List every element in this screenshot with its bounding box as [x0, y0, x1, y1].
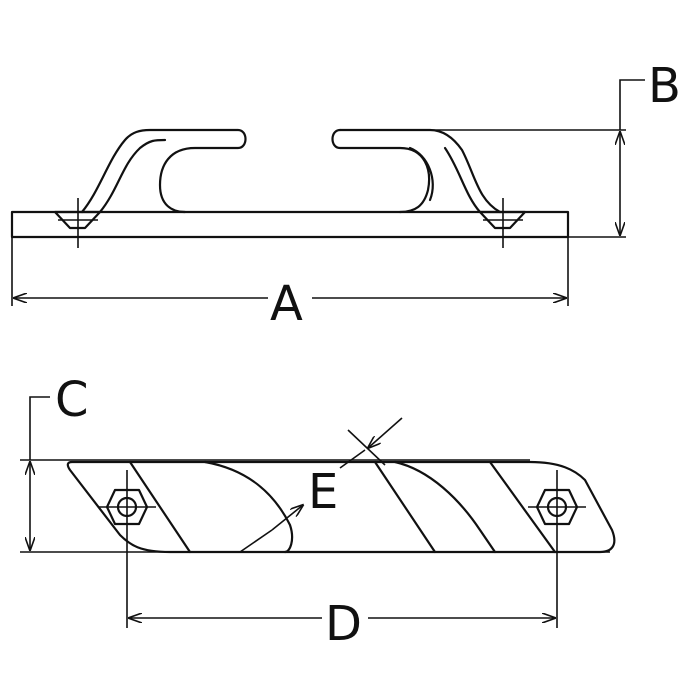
left-hook	[80, 128, 247, 214]
label-d: D	[325, 596, 362, 652]
top-view	[20, 396, 616, 628]
dimension-e-lower	[271, 505, 303, 531]
right-hook	[338, 128, 502, 214]
base-plate	[10, 210, 570, 239]
label-b: B	[648, 58, 681, 114]
cleat-body	[66, 460, 616, 554]
left-screw	[53, 198, 102, 248]
label-c: C	[55, 372, 89, 428]
label-e: E	[308, 464, 338, 520]
label-a: A	[270, 276, 303, 332]
right-screw	[478, 198, 527, 248]
side-view	[10, 79, 645, 306]
dimension-e-upper	[368, 417, 403, 448]
